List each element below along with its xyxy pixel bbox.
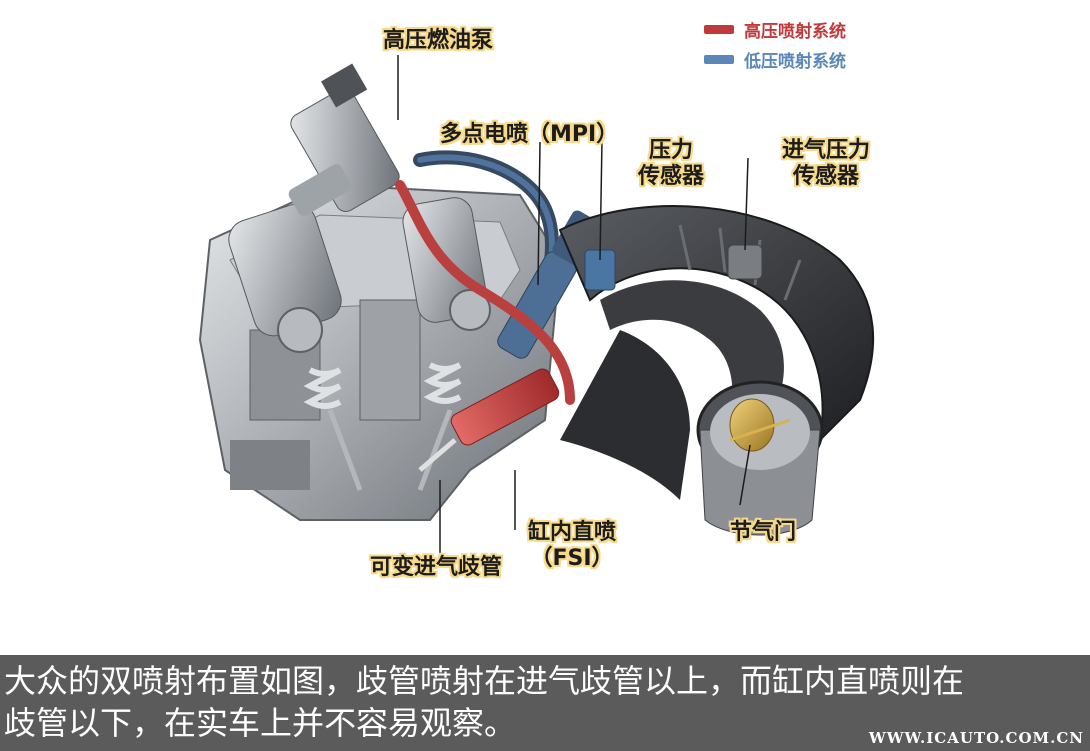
label-throttle: 节气门 bbox=[730, 520, 797, 545]
legend-swatch-blue bbox=[704, 55, 734, 64]
label-fsi: 缸内直喷 （FSI） bbox=[528, 520, 616, 572]
throttle-body bbox=[696, 380, 824, 536]
legend-low-pressure: 低压喷射系统 bbox=[704, 47, 846, 72]
engine-illustration bbox=[198, 55, 875, 555]
valve-springs bbox=[303, 362, 462, 409]
legend-high-pressure: 高压喷射系统 bbox=[704, 17, 846, 42]
label-pressure-sensor: 压力 传感器 bbox=[638, 138, 704, 190]
label-pressure-sensor-line1: 压力 bbox=[649, 138, 694, 163]
label-pressure-sensor-line2: 传感器 bbox=[638, 164, 705, 189]
hp-fuel-pump-shape bbox=[288, 63, 400, 216]
high-pressure-line bbox=[395, 180, 575, 405]
label-mpi: 多点电喷（MPI） bbox=[440, 122, 619, 147]
fsi-injector-shape bbox=[418, 368, 560, 472]
label-intake-pressure-sensor: 进气压力 传感器 bbox=[782, 138, 870, 190]
legend-swatch-red bbox=[704, 25, 734, 34]
engine-diagram: 高压喷射系统 低压喷射系统 高压燃油泵 多点电喷（MPI） 压力 传感器 进气压… bbox=[198, 17, 875, 580]
leader-lines bbox=[397, 55, 751, 555]
watermark: WWW.ICAUTO.COM.CN bbox=[868, 729, 1084, 747]
label-hp-fuel-pump: 高压燃油泵 bbox=[383, 28, 494, 53]
label-intake-pressure-sensor-line1: 进气压力 bbox=[782, 138, 871, 163]
caption-line-1: 大众的双喷射布置如图，歧管喷射在进气歧管以上，而缸内直喷则在 bbox=[4, 662, 965, 700]
legend-high-pressure-label: 高压喷射系统 bbox=[744, 22, 846, 42]
intake-pressure-sensor-shape bbox=[727, 244, 763, 280]
caption-bar: 大众的双喷射布置如图，歧管喷射在进气歧管以上，而缸内直喷则在 歧管以下，在实车上… bbox=[0, 655, 1090, 751]
legend-low-pressure-label: 低压喷射系统 bbox=[744, 52, 846, 72]
label-fsi-line2: （FSI） bbox=[530, 546, 614, 571]
label-intake-pressure-sensor-line2: 传感器 bbox=[793, 164, 860, 189]
label-variable-intake: 可变进气歧管 bbox=[370, 555, 503, 580]
label-fsi-line1: 缸内直喷 bbox=[528, 520, 617, 545]
caption-line-2: 歧管以下，在实车上并不容易观察。 bbox=[4, 704, 517, 742]
